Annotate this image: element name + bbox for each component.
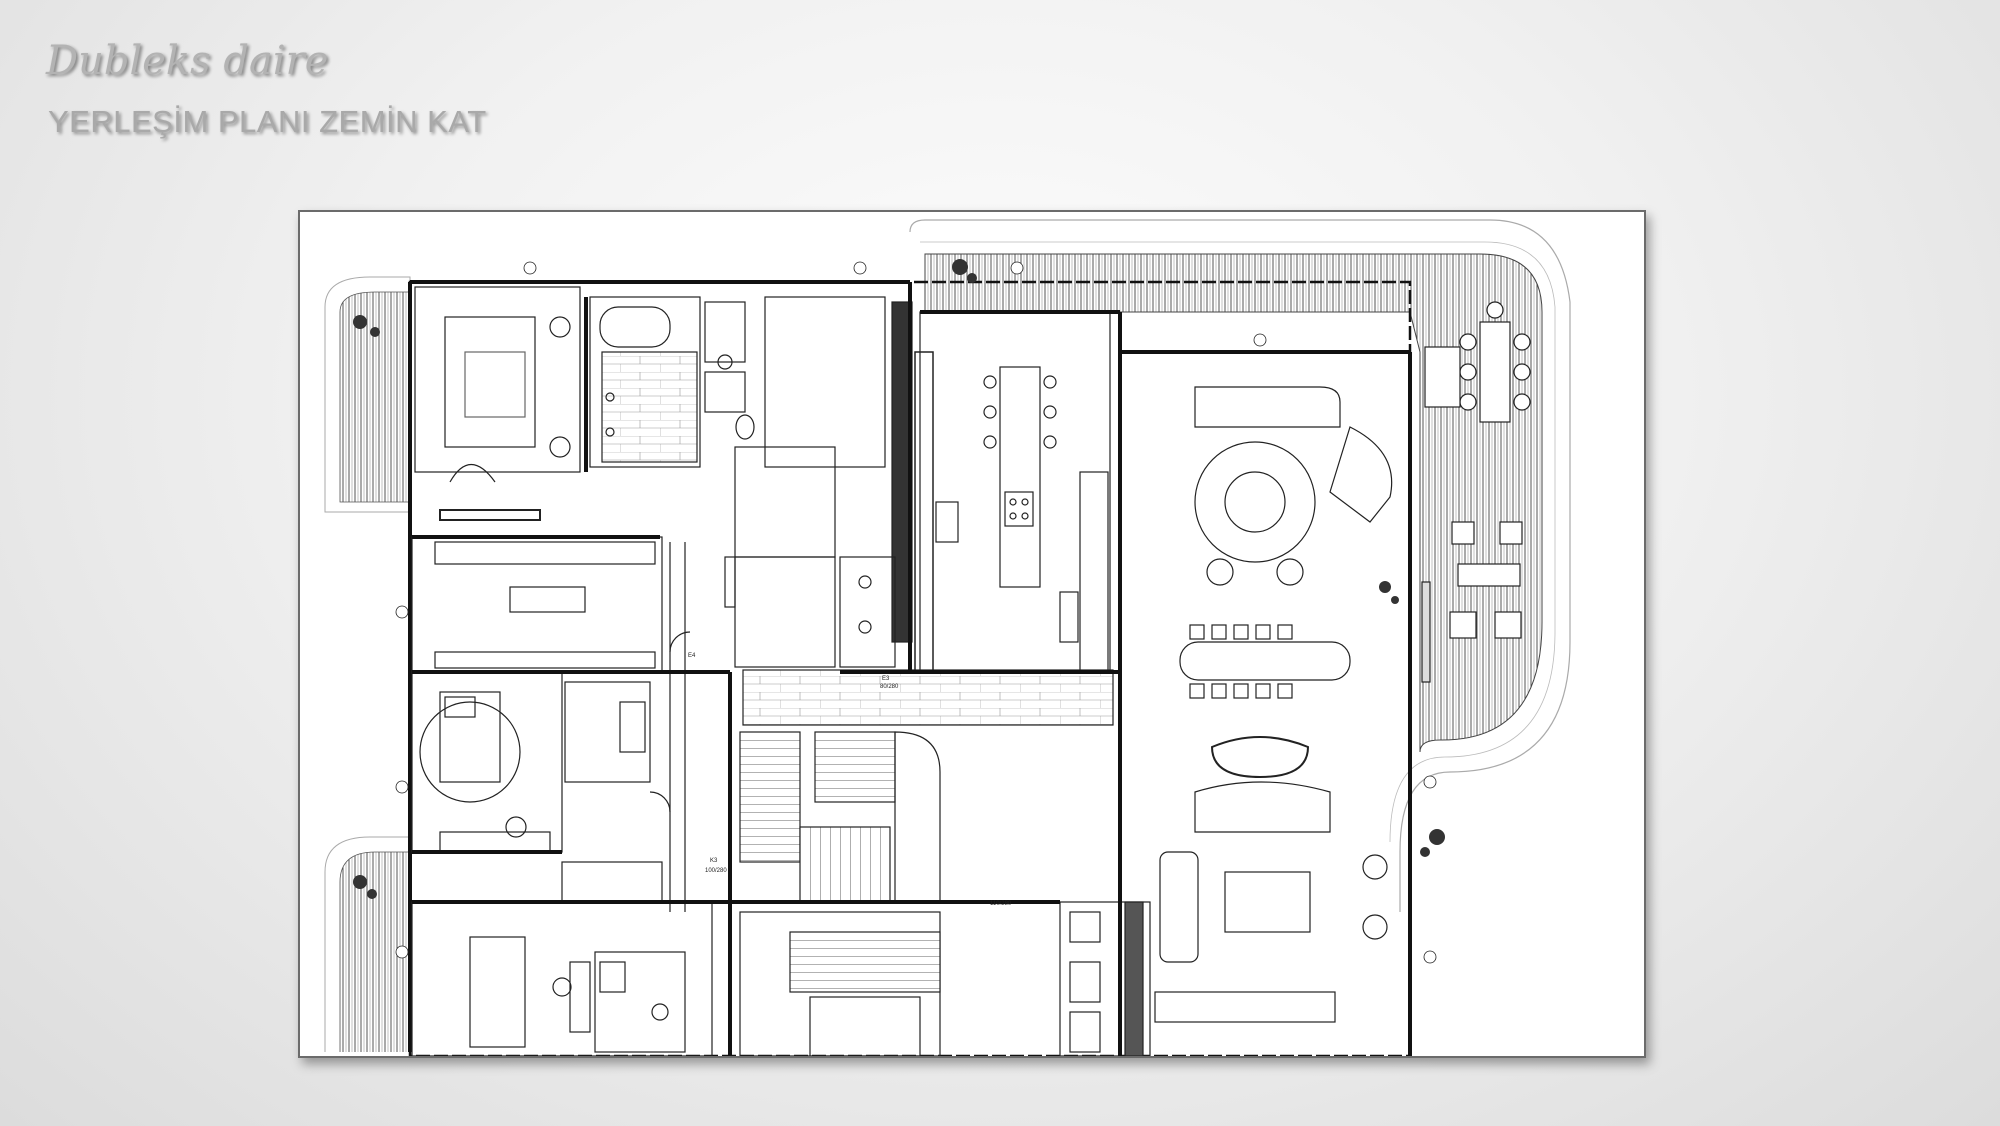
door-label-corridor: 100/280 — [705, 868, 727, 874]
floor-plan: K3 100/280 110/280 E3 80/280 E4 — [298, 210, 1646, 1058]
floor-plan-drawing: K3 100/280 110/280 E3 80/280 E4 — [300, 212, 1644, 1056]
subtitle-script: Dubleks daire — [46, 38, 329, 84]
door-label-k3: K3 — [710, 858, 718, 864]
door-label-entrance: 110/280 — [990, 901, 1012, 907]
door-label-e4: E4 — [688, 653, 696, 659]
door-label-e3-size: 80/280 — [880, 684, 899, 690]
door-label-e3: E3 — [882, 676, 890, 682]
page-title: YERLEŞİM PLANI ZEMİN KAT — [48, 104, 487, 139]
